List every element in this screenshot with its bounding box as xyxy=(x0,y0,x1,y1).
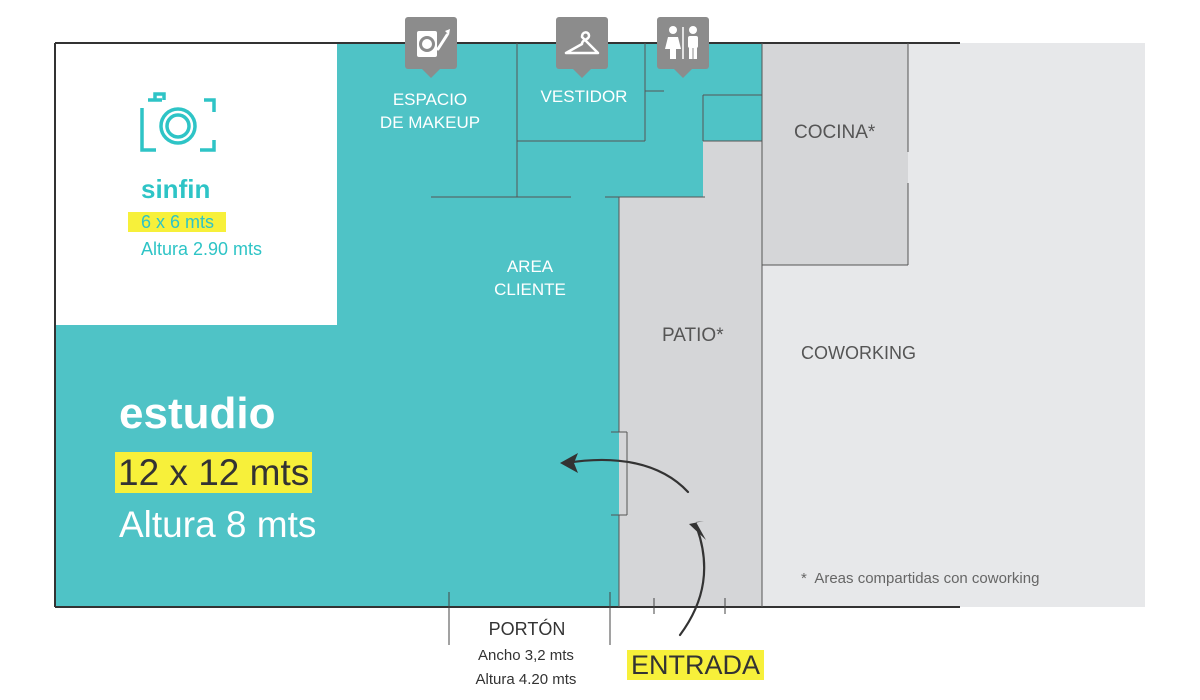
makeup-icon xyxy=(405,17,457,78)
patio-connector xyxy=(703,141,908,197)
area-cliente-label: AREA CLIENTE xyxy=(494,257,566,299)
vestidor-label: VESTIDOR xyxy=(540,87,628,106)
sinfin-size-text: 6 x 6 mts xyxy=(128,212,227,232)
patio-label: PATIO* xyxy=(662,325,724,346)
entry-arrow-head xyxy=(689,521,706,540)
entrada-label: ENTRADA xyxy=(627,645,765,685)
estudio-height: Altura 8 mts xyxy=(119,504,317,545)
cocina-label: COCINA* xyxy=(794,122,876,143)
porton-width: Ancho 3,2 mts xyxy=(478,647,574,664)
inside-arrow xyxy=(564,458,690,494)
sinfin-room xyxy=(55,43,337,325)
shared-note: * Areas compartidas con coworking xyxy=(801,570,1040,587)
patio-area xyxy=(619,197,762,607)
sinfin-size: 6 x 6 mts xyxy=(128,210,227,234)
estudio-size-text: 12 x 12 mts xyxy=(115,452,313,493)
estudio-size: 12 x 12 mts xyxy=(115,450,313,496)
sinfin-name: sinfin xyxy=(141,174,211,204)
porton-height: Altura 4.20 mts xyxy=(475,671,577,688)
entrada-text: ENTRADA xyxy=(627,650,765,680)
camera-icon xyxy=(138,90,218,158)
sinfin-height: Altura 2.90 mts xyxy=(141,239,263,259)
coworking-label: COWORKING xyxy=(801,343,916,363)
restroom-icon xyxy=(657,17,709,78)
estudio-name: estudio xyxy=(119,389,276,438)
inside-arrow-head xyxy=(560,453,578,473)
makeup-label: ESPACIO DE MAKEUP xyxy=(379,90,481,132)
porton-title: PORTÓN xyxy=(488,619,566,639)
entry-arrow xyxy=(678,526,706,637)
hanger-icon xyxy=(556,17,608,78)
